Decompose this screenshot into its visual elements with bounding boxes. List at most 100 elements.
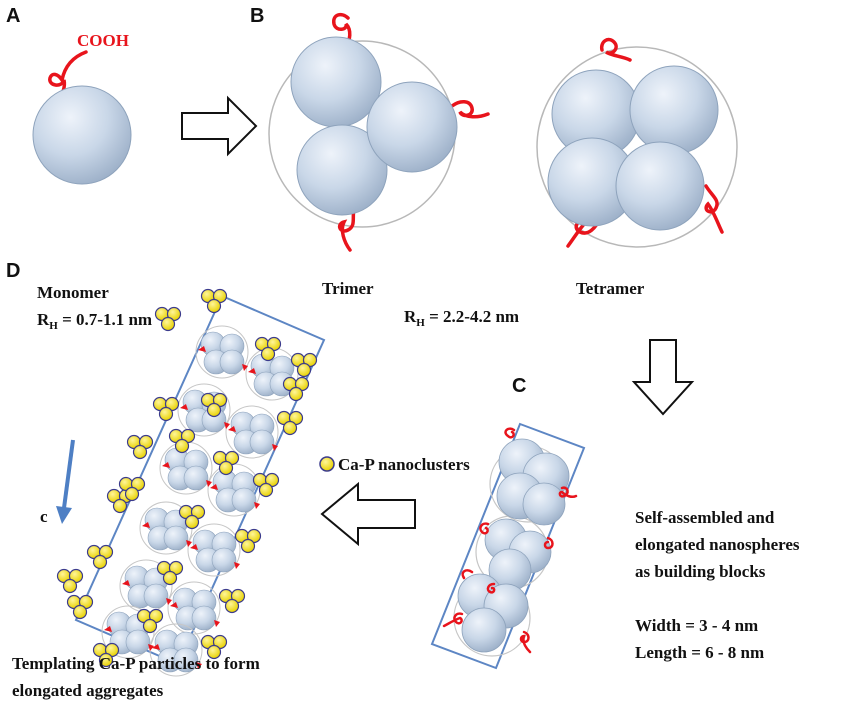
panel-letter-a: A [6,5,20,27]
aggregate-ligand [214,620,220,627]
cap-cluster [288,386,304,402]
arrow-oligomer-to-assembly [631,339,695,416]
trimer-group [268,12,490,252]
cap-cluster [72,604,88,620]
aggregate-ligand [272,444,278,451]
monomer-rh-sub: H [49,320,58,332]
tetramer-ligand-bottom [566,216,602,248]
building-block-frame [430,422,586,670]
arrow-monomer-to-oligomer [181,95,258,157]
monomer-rh-value: = 0.7-1.1 nm [58,310,152,329]
cap-legend-label: Ca-P nanoclusters [338,455,470,474]
cap-cluster [260,346,276,362]
aggregate-ligand [224,422,230,429]
monomer-title: Monomer [37,283,109,302]
cap-cluster [296,362,312,378]
cap-cluster [206,644,222,660]
monomer-sphere [32,85,132,185]
cap-cluster [162,570,178,586]
cap-cluster [224,598,240,614]
cap-legend-swatch [319,456,335,472]
aggregate-ligand [142,522,150,528]
assembly-line-3: as building blocks [635,562,766,581]
cap-cluster [184,514,200,530]
trimer-label: Trimer [322,279,374,298]
aggregate-sphere [125,629,151,655]
aggregate-ligand [166,598,172,605]
monomer-rh-label: RH = 0.7-1.1 nm [37,310,152,332]
tetramer-ligand-top [599,37,632,62]
aggregate-ligand [152,644,160,650]
aggregate-ligand [210,484,218,490]
oligomer-rh-symbol: R [404,307,417,326]
aggregate-spheres [101,325,299,677]
aggregate-ligand [186,540,192,547]
c-axis-label: c [40,507,48,526]
tetramer-group [536,37,738,248]
cap-cluster [132,444,148,460]
panel-letter-b: B [250,5,264,27]
panel-letter-d: D [6,260,20,282]
trimer-sphere-3 [366,81,458,173]
assembly-line-2: elongated nanospheres [635,535,800,554]
aggregate-ligand [170,602,178,608]
block-ligands [442,427,578,654]
cap-cluster [240,538,256,554]
caption-line-1: Templating Ca-P particles to form [12,654,260,673]
trimer-ligand-right [450,100,490,119]
tetramer-sphere-4 [615,141,705,231]
aggregate-ligand [162,462,170,468]
cap-cluster [92,554,108,570]
aggregate-envelope [225,405,279,459]
block-sphere [461,607,507,653]
aggregate-ligand [190,544,198,550]
aggregate-envelope [177,383,231,437]
cap-cluster [258,482,274,498]
aggregate-ligand [148,644,154,651]
aggregate-sphere [249,429,275,455]
aggregate-ligand [196,662,202,669]
c-axis-arrow [56,439,75,524]
length-label: Length = 6 - 8 nm [635,643,764,662]
aggregate-envelope [101,605,155,659]
oligomer-rh-label: RH = 2.2-4.2 nm [404,307,519,329]
cap-cluster [62,578,78,594]
trimer-ligand-bottom [337,206,356,252]
aggregate-sphere [183,465,209,491]
block-sphere [522,482,566,526]
aggregate-ligand [198,346,206,352]
caption-line-2: elongated aggregates [12,681,164,700]
aggregate-ligand [228,426,236,432]
monomer-rh-symbol: R [37,310,50,329]
trimer-ligand-top [332,12,352,50]
aggregate-sphere [163,525,189,551]
aggregate-sphere [191,605,217,631]
aggregate-sphere [143,583,169,609]
aggregate-ligand [104,626,112,632]
cooh-label: COOH [77,31,129,50]
aggregate-ligand [206,480,212,487]
cap-cluster [206,402,222,418]
aggregate-ligand [254,502,260,509]
tetramer-label: Tetramer [576,279,645,298]
aggregate-envelope [187,523,241,577]
monomer-sphere-group [32,50,132,185]
aggregate-ligand [234,562,240,569]
panel-letter-c: C [512,375,526,397]
tetramer-envelope [536,46,738,248]
aggregate-sphere [173,647,199,673]
trimer-sphere-2 [296,124,388,216]
trimer-sphere-1 [290,36,382,128]
cap-cluster [218,460,234,476]
oligomer-rh-value: = 2.2-4.2 nm [425,307,519,326]
cap-cluster [142,618,158,634]
tetramer-ligand-right [704,184,724,234]
cap-cluster [206,298,222,314]
building-block-group [430,422,586,670]
cap-cluster [158,406,174,422]
aggregate-group [56,288,326,677]
aggregate-envelope [195,325,249,379]
cap-cluster [124,486,140,502]
